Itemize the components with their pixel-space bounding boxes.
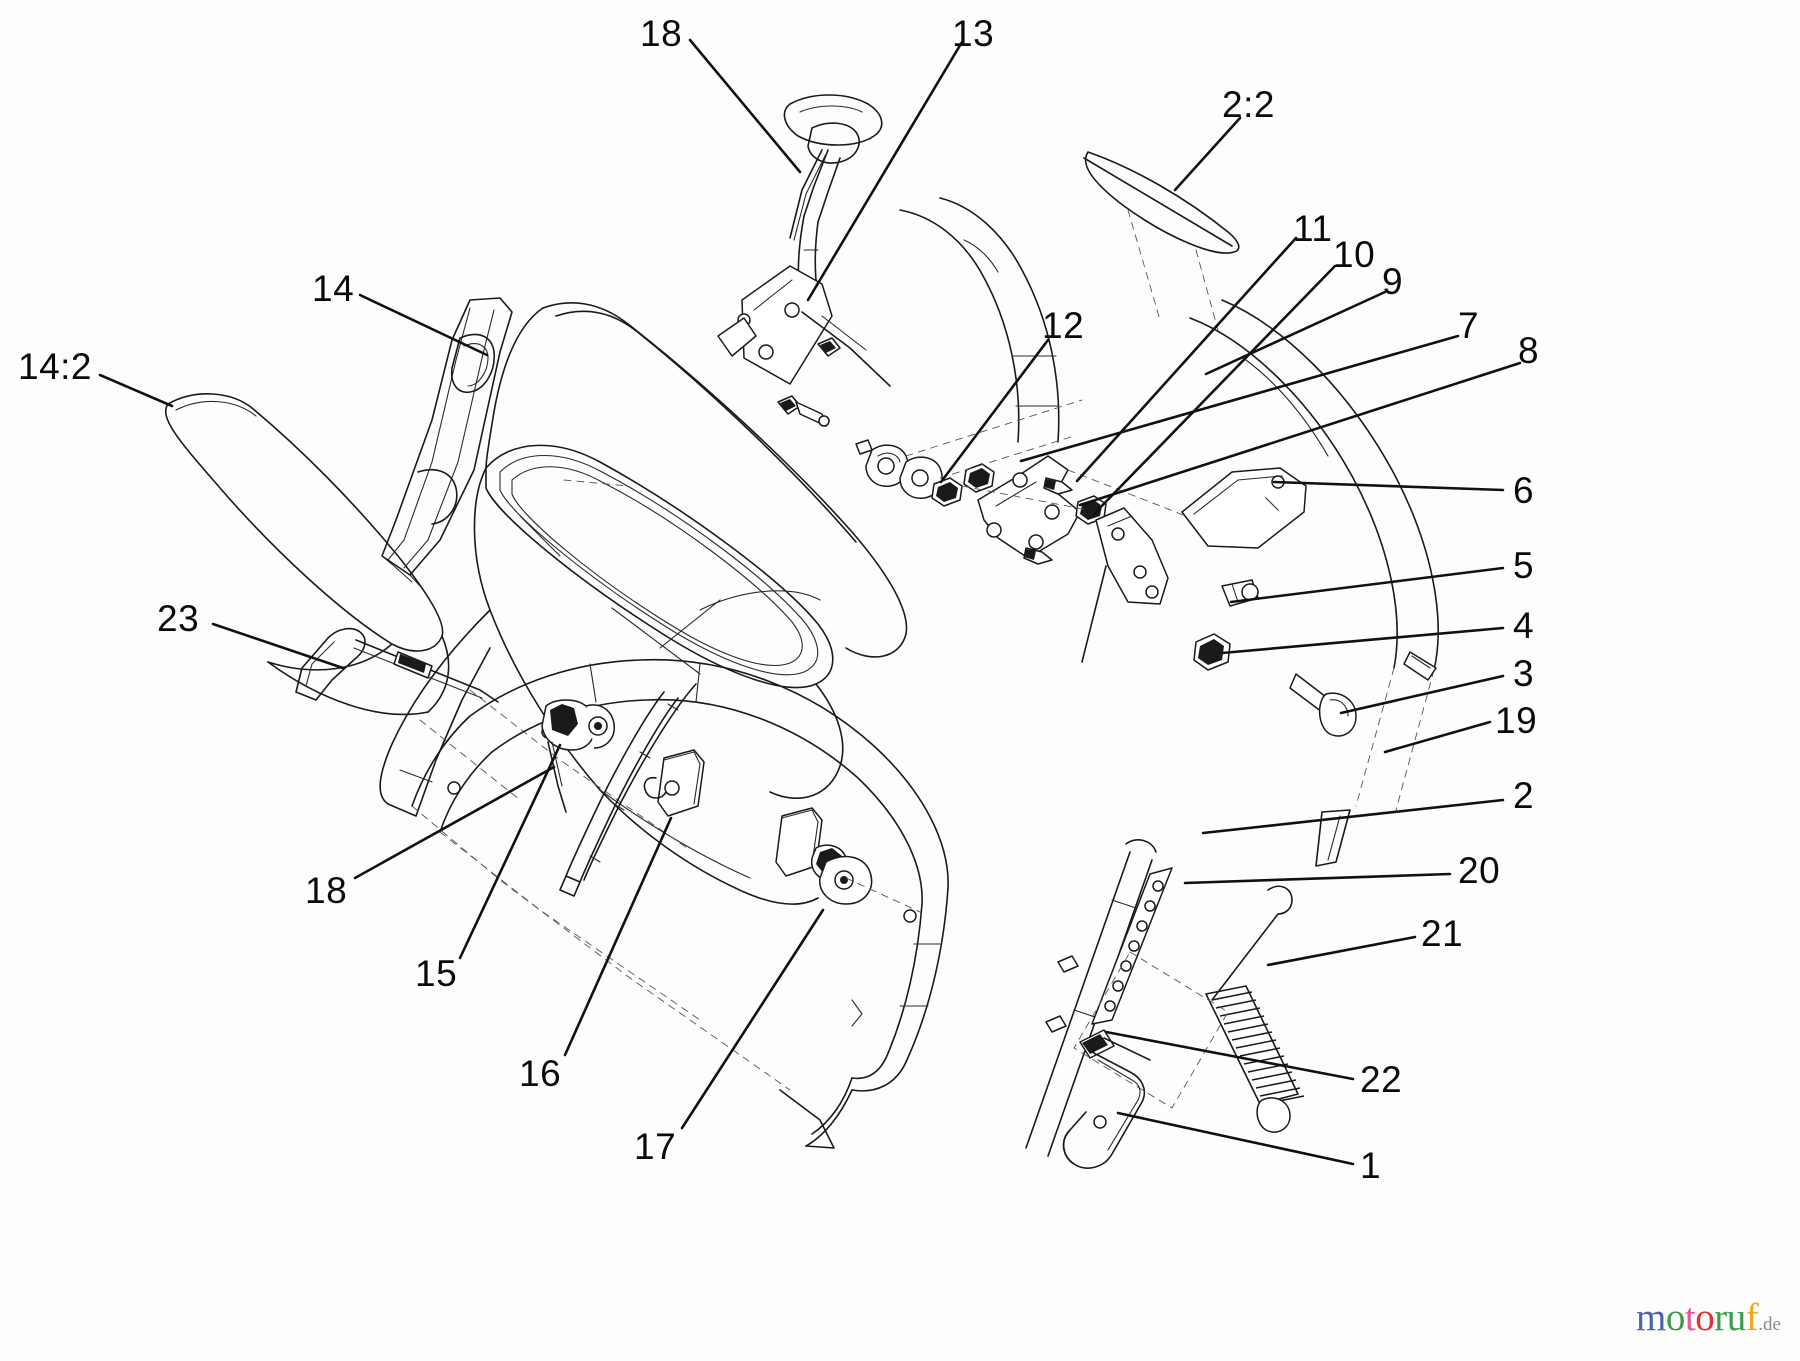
watermark-suffix: .de	[1758, 1314, 1781, 1335]
watermark-letter-u: u	[1726, 1296, 1747, 1339]
hardware-cluster-center	[855, 399, 1437, 737]
callout-1: 1	[1360, 1145, 1382, 1186]
callout-5: 5	[1513, 545, 1535, 586]
leader-8	[1078, 361, 1522, 507]
part-lower-handle-tube	[411, 658, 949, 1149]
leader-1	[1116, 1111, 1355, 1166]
leader-23	[211, 622, 345, 670]
part-handlebar-tube	[899, 151, 1439, 867]
callout-20: 20	[1458, 850, 1501, 891]
leader-18-top	[688, 38, 802, 174]
part-16-block	[643, 749, 705, 817]
part-13-upper-lever	[717, 94, 891, 427]
watermark-letter-f: f	[1745, 1296, 1759, 1339]
leader-18-bot	[353, 765, 556, 880]
callout-14: 14	[312, 268, 355, 309]
callout-21: 21	[1421, 913, 1464, 954]
callout-22-bottom: 22	[1360, 1059, 1403, 1100]
watermark-letter-r: r	[1714, 1296, 1727, 1339]
callout-4: 4	[1513, 605, 1535, 646]
part-17-clamp	[775, 807, 921, 913]
callout-18-bottom: 18	[305, 870, 348, 911]
part-23-rod	[295, 627, 499, 703]
leader-11	[1075, 236, 1298, 483]
callout-9: 9	[1382, 261, 1404, 302]
part-15-cable-coupler	[541, 683, 697, 897]
callout-7: 7	[1458, 305, 1480, 346]
leader-9	[1204, 290, 1387, 376]
watermark-letter-m: m	[1636, 1296, 1666, 1339]
part-14-handle-bracket	[381, 297, 513, 587]
callout-2-2: 2:2	[1222, 84, 1275, 125]
callout-6: 6	[1513, 470, 1535, 511]
leader-3	[1339, 674, 1505, 715]
leader-14	[358, 293, 489, 357]
callout-12: 12	[1042, 305, 1085, 346]
callout-3: 3	[1513, 653, 1535, 694]
leader-4	[1220, 626, 1505, 655]
motoruf-watermark: motoruf.de	[1636, 1298, 1781, 1337]
callout-19: 19	[1495, 700, 1538, 741]
callout-14-2: 14:2	[18, 346, 93, 387]
leader-21	[1266, 935, 1417, 967]
callout-15: 15	[415, 953, 458, 994]
leader-14-2	[98, 373, 174, 408]
watermark-letter-o2: o	[1695, 1296, 1715, 1339]
leader-20	[1183, 872, 1452, 885]
leader-16	[563, 816, 673, 1057]
leader-6	[1272, 480, 1505, 492]
callout-18-top: 18	[640, 13, 683, 54]
callout-17: 17	[634, 1126, 677, 1167]
callout-8: 8	[1518, 330, 1540, 371]
leader-lines	[98, 38, 1522, 1166]
leader-5	[1229, 566, 1505, 604]
leader-17	[680, 908, 825, 1130]
callout-13: 13	[952, 13, 995, 54]
leader-7	[1019, 334, 1460, 463]
watermark-letter-o1: o	[1665, 1296, 1686, 1339]
leader-2	[1201, 798, 1505, 835]
callout-23: 23	[157, 598, 200, 639]
part-lower-right-group	[1025, 839, 1305, 1169]
leader-13	[806, 40, 964, 302]
watermark-letter-t: t	[1684, 1296, 1696, 1339]
part-2-console-panel	[379, 302, 908, 906]
leader-15	[458, 743, 562, 960]
leader-22-bot	[1104, 1030, 1355, 1081]
callout-16: 16	[519, 1053, 562, 1094]
part-14-2-foam-grip	[164, 393, 450, 716]
callout-11: 11	[1293, 208, 1333, 249]
leader-19	[1383, 720, 1492, 754]
callout-10: 10	[1333, 234, 1376, 275]
leader-12	[939, 338, 1050, 484]
callout-2: 2	[1513, 775, 1535, 816]
leader-10	[1092, 264, 1337, 516]
leader-2-2	[1173, 116, 1242, 192]
